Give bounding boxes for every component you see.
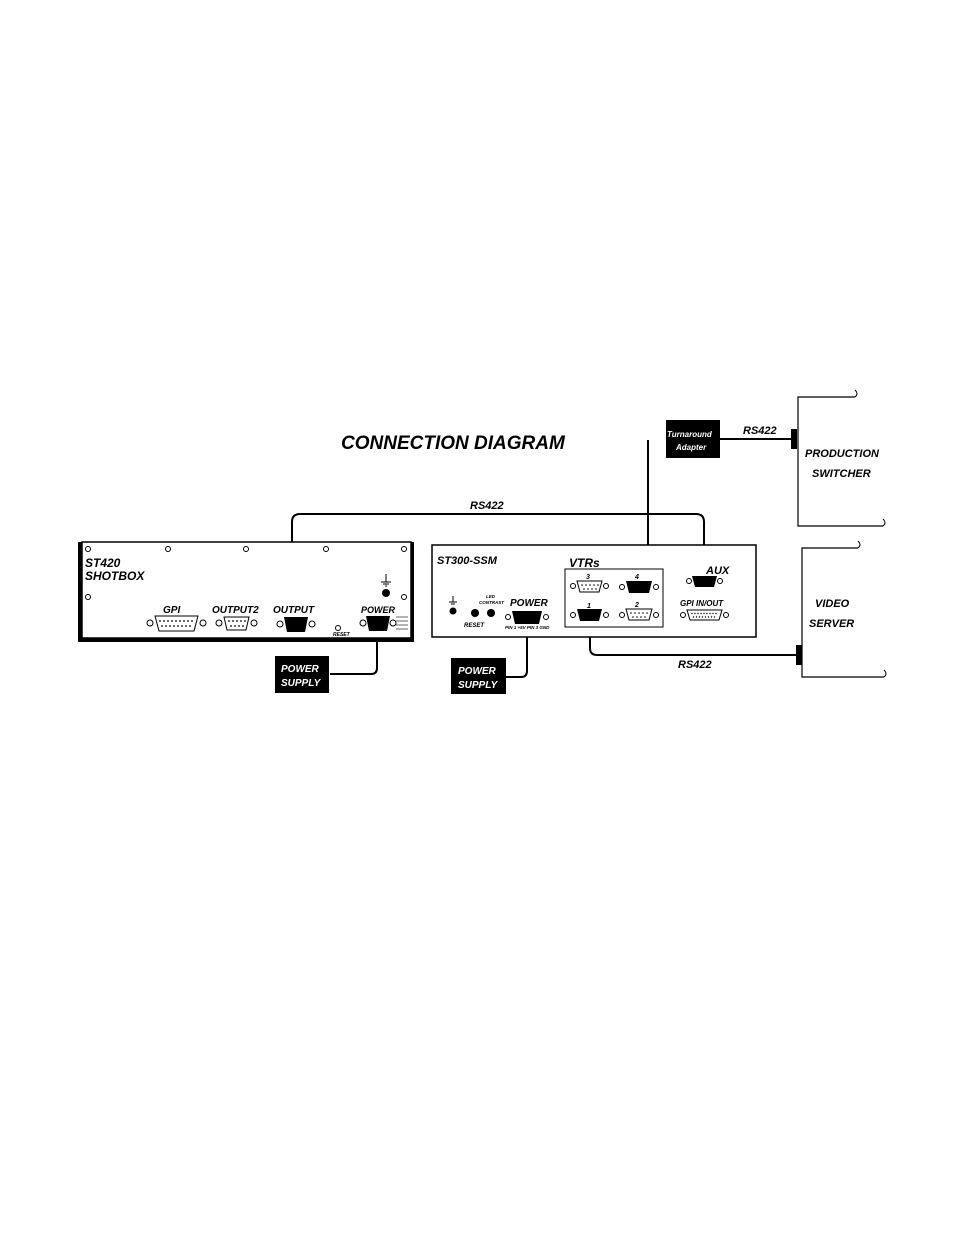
ssm-power-cable bbox=[506, 612, 528, 678]
vtr3-number: 3 bbox=[586, 574, 590, 581]
power-supply-2-line2: SUPPLY bbox=[458, 680, 499, 691]
turnaround-line1: Turnaround bbox=[667, 430, 713, 439]
gpi-label: GPI bbox=[163, 605, 180, 616]
shotbox-subname: SHOTBOX bbox=[85, 569, 145, 583]
production-switcher: PRODUCTION SWITCHER bbox=[791, 389, 886, 527]
ground-post-icon bbox=[382, 589, 390, 597]
ssm-reset-label: RESET bbox=[464, 623, 485, 629]
switcher-line1: PRODUCTION bbox=[805, 448, 880, 460]
vtr1-number: 1 bbox=[587, 603, 591, 610]
ssm-reset-button bbox=[471, 609, 479, 617]
power-supply-2-line1: POWER bbox=[458, 666, 497, 677]
power-supply-shotbox: POWER SUPPLY bbox=[275, 656, 329, 693]
vtr4-number: 4 bbox=[634, 574, 639, 581]
output2-port-icon bbox=[215, 616, 258, 631]
ssm-power-label: POWER bbox=[510, 598, 549, 609]
server-line1: VIDEO bbox=[815, 598, 850, 610]
server-line2: SERVER bbox=[809, 618, 854, 630]
video-server: VIDEO SERVER bbox=[796, 540, 887, 678]
ssm-ground-icon bbox=[449, 596, 457, 605]
gpi-port-icon bbox=[146, 615, 207, 632]
power-supply-ssm: POWER SUPPLY bbox=[451, 658, 506, 694]
ssm-power-pins: PIN 1 +5V PIN 3 GND bbox=[505, 625, 550, 630]
st300-ssm: ST300-SSM RESET LED CONTRAST POWER PIN 1… bbox=[431, 544, 757, 638]
power-supply-1-line2: SUPPLY bbox=[281, 678, 322, 689]
shotbox-power-cable bbox=[330, 632, 378, 675]
aux-label: AUX bbox=[705, 565, 730, 577]
output-label: OUTPUT bbox=[273, 605, 315, 616]
vtr1-to-server-cable bbox=[589, 618, 796, 656]
shotbox-reset-label: RESET bbox=[333, 632, 351, 638]
rs422-label-top: RS422 bbox=[743, 425, 777, 437]
rs422-label-mid: RS422 bbox=[470, 500, 504, 512]
rs422-cable-output-to-aux bbox=[291, 513, 705, 620]
turnaround-adapter: Turnaround Adapter bbox=[666, 420, 720, 458]
shotbox-power-port-icon bbox=[359, 616, 397, 631]
vtr-group-box bbox=[564, 568, 664, 628]
ssm-led-contrast-knob bbox=[487, 609, 495, 617]
switcher-connector bbox=[791, 429, 797, 449]
turnaround-line2: Adapter bbox=[675, 443, 707, 452]
vtr4-port-icon bbox=[619, 581, 659, 593]
st420-shotbox: ST420 SHOTBOX GPI OUTPUT2 bbox=[78, 541, 414, 642]
ssm-contrast-label: CONTRAST bbox=[479, 600, 505, 605]
vtrs-label: VTRs bbox=[569, 556, 600, 570]
ssm-ground-post-icon bbox=[449, 607, 457, 615]
shotbox-screws bbox=[85, 546, 407, 600]
vtr3-port-icon bbox=[570, 580, 609, 593]
power-supply-1-line1: POWER bbox=[281, 664, 320, 675]
switcher-line2: SWITCHER bbox=[812, 468, 871, 480]
vtr2-port-icon bbox=[619, 608, 659, 621]
aux-port-icon bbox=[686, 576, 723, 587]
shotbox-reset-button bbox=[335, 625, 341, 631]
rs422-label-bottom: RS422 bbox=[678, 659, 712, 671]
server-connector bbox=[796, 645, 802, 665]
vtr1-port-icon bbox=[570, 609, 609, 621]
vtr2-number: 2 bbox=[634, 602, 639, 609]
ssm-power-port-icon bbox=[505, 611, 549, 624]
output2-label: OUTPUT2 bbox=[212, 605, 259, 616]
shotbox-model: ST420 bbox=[85, 556, 121, 570]
ground-icon bbox=[381, 574, 391, 587]
shotbox-power-label: POWER bbox=[361, 605, 396, 615]
gpi-inout-label: GPI IN/OUT bbox=[680, 599, 724, 608]
output-port-icon bbox=[276, 617, 316, 632]
shotbox-power-pinout-text bbox=[396, 616, 408, 630]
ssm-model: ST300-SSM bbox=[437, 555, 498, 567]
diagram-title: CONNECTION DIAGRAM bbox=[341, 433, 566, 454]
gpi-inout-port-icon bbox=[680, 609, 729, 621]
ssm-led-label: LED bbox=[486, 594, 496, 599]
